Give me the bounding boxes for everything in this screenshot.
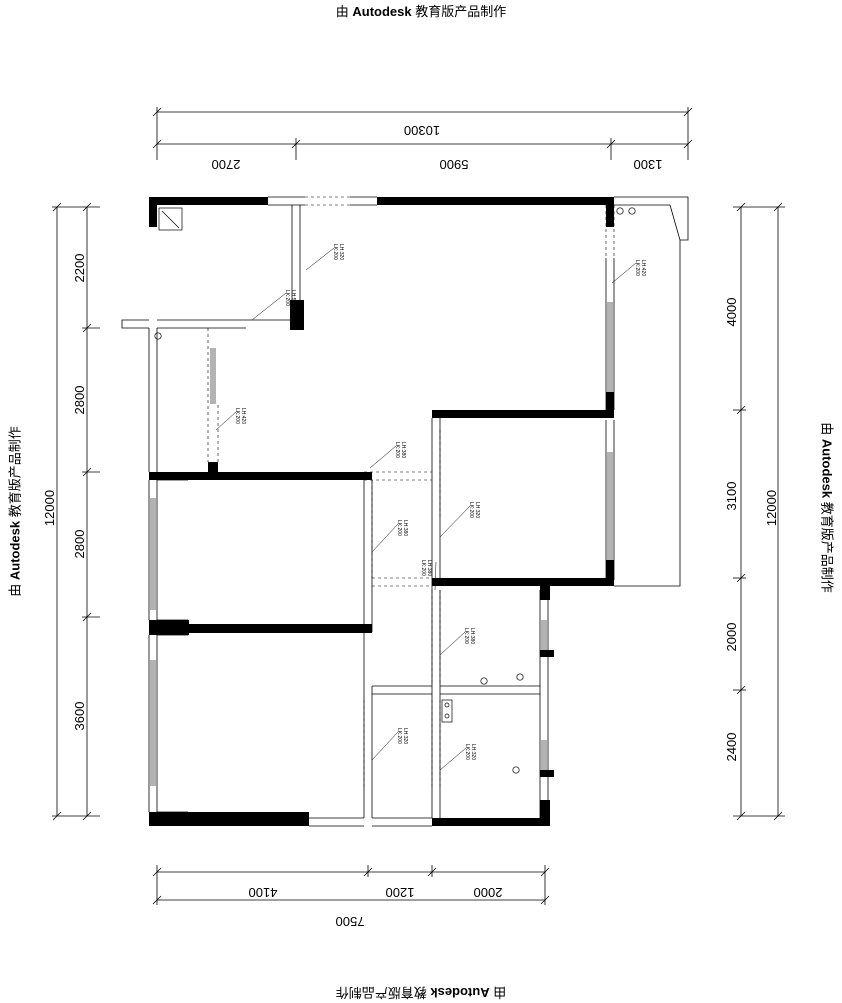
dim-top-seg-1: 2700 (212, 157, 241, 172)
dimension-top (152, 107, 693, 160)
watermark-suffix: 教育版产品制作 (411, 4, 507, 19)
door-openings (207, 196, 615, 790)
dim-left-seg-1: 2200 (72, 254, 87, 283)
door-tag-leaders (215, 247, 637, 771)
dimension-right (733, 202, 785, 821)
drain-icon (616, 207, 624, 215)
dim-top-seg-3: 1300 (634, 157, 663, 172)
fixtures (154, 207, 636, 774)
fan-icon (480, 677, 488, 685)
door-tag-6-line-1: LK:200 (468, 502, 474, 518)
dim-left-total: 12000 (42, 490, 57, 526)
sink-icon (158, 207, 183, 231)
dim-left-seg-3: 2800 (72, 530, 87, 559)
watermark-top: 由 Autodesk 教育版产品制作 (0, 1, 842, 20)
windows (150, 302, 613, 786)
door-tag-9-line-1: LK:200 (463, 628, 469, 644)
door-tag-8-line-2: LH:380 (426, 560, 432, 576)
door-tag-11-line-2: LH:320 (470, 744, 476, 760)
fan-icon (516, 673, 524, 681)
watermark-prefix: 由 (335, 4, 353, 19)
dim-right-total: 12000 (764, 490, 779, 526)
dimension-bottom (152, 865, 550, 905)
door-tag-3-line-2: LH:420 (640, 260, 646, 276)
dim-left-seg-2: 2800 (72, 386, 87, 415)
dim-top-seg-2: 5900 (440, 157, 469, 172)
drain-icon (154, 332, 162, 340)
dim-left-seg-4: 3600 (72, 702, 87, 731)
dim-right-seg-3: 2000 (724, 623, 739, 652)
door-tag-5-line-2: LH:380 (400, 442, 406, 458)
door-tag-1-line-1: LK:200 (332, 244, 338, 260)
door-tag-2-line-1: LK:200 (284, 290, 290, 306)
door-tag-8-line-1: LK:200 (420, 560, 426, 576)
dim-right-seg-2: 3100 (724, 482, 739, 511)
door-tag-9-line-2: LH:380 (469, 628, 475, 644)
toilet-bowl (444, 713, 450, 719)
watermark-brand: Autodesk (352, 4, 412, 19)
drain-icon (628, 207, 636, 215)
dim-top-total: 10300 (404, 123, 440, 138)
dim-bottom-seg-3: 2000 (474, 885, 503, 900)
dim-bottom-seg-2: 1200 (386, 885, 415, 900)
dim-right-seg-1: 4000 (724, 298, 739, 327)
door-tag-10-line-2: LH:320 (402, 728, 408, 744)
dim-bottom-total: 7500 (336, 914, 365, 929)
dim-bottom-seg-1: 4100 (249, 885, 278, 900)
door-tag-7-line-1: LK:200 (396, 520, 402, 536)
toilet-bowl (444, 702, 450, 708)
door-tag-2-line-2: LH:520 (290, 290, 296, 306)
door-tag-5-line-1: LK:200 (394, 442, 400, 458)
fan-icon (512, 766, 520, 774)
door-tag-11-line-1: LK:200 (464, 744, 470, 760)
door-tag-1-line-2: LH:320 (338, 244, 344, 260)
solid-walls (149, 197, 614, 826)
door-tag-7-line-2: LH:380 (402, 520, 408, 536)
door-tag-10-line-1: LK:200 (396, 728, 402, 744)
door-tag-4-line-2: LH:420 (240, 408, 246, 424)
door-tag-3-line-1: LK:200 (634, 260, 640, 276)
door-tag-4-line-1: LK:200 (234, 408, 240, 424)
sink-diagonal (161, 210, 180, 229)
dimension-left (52, 202, 100, 821)
door-tag-6-line-2: LH:320 (474, 502, 480, 518)
toilet-icon (441, 699, 453, 723)
dim-right-seg-4: 2400 (724, 733, 739, 762)
